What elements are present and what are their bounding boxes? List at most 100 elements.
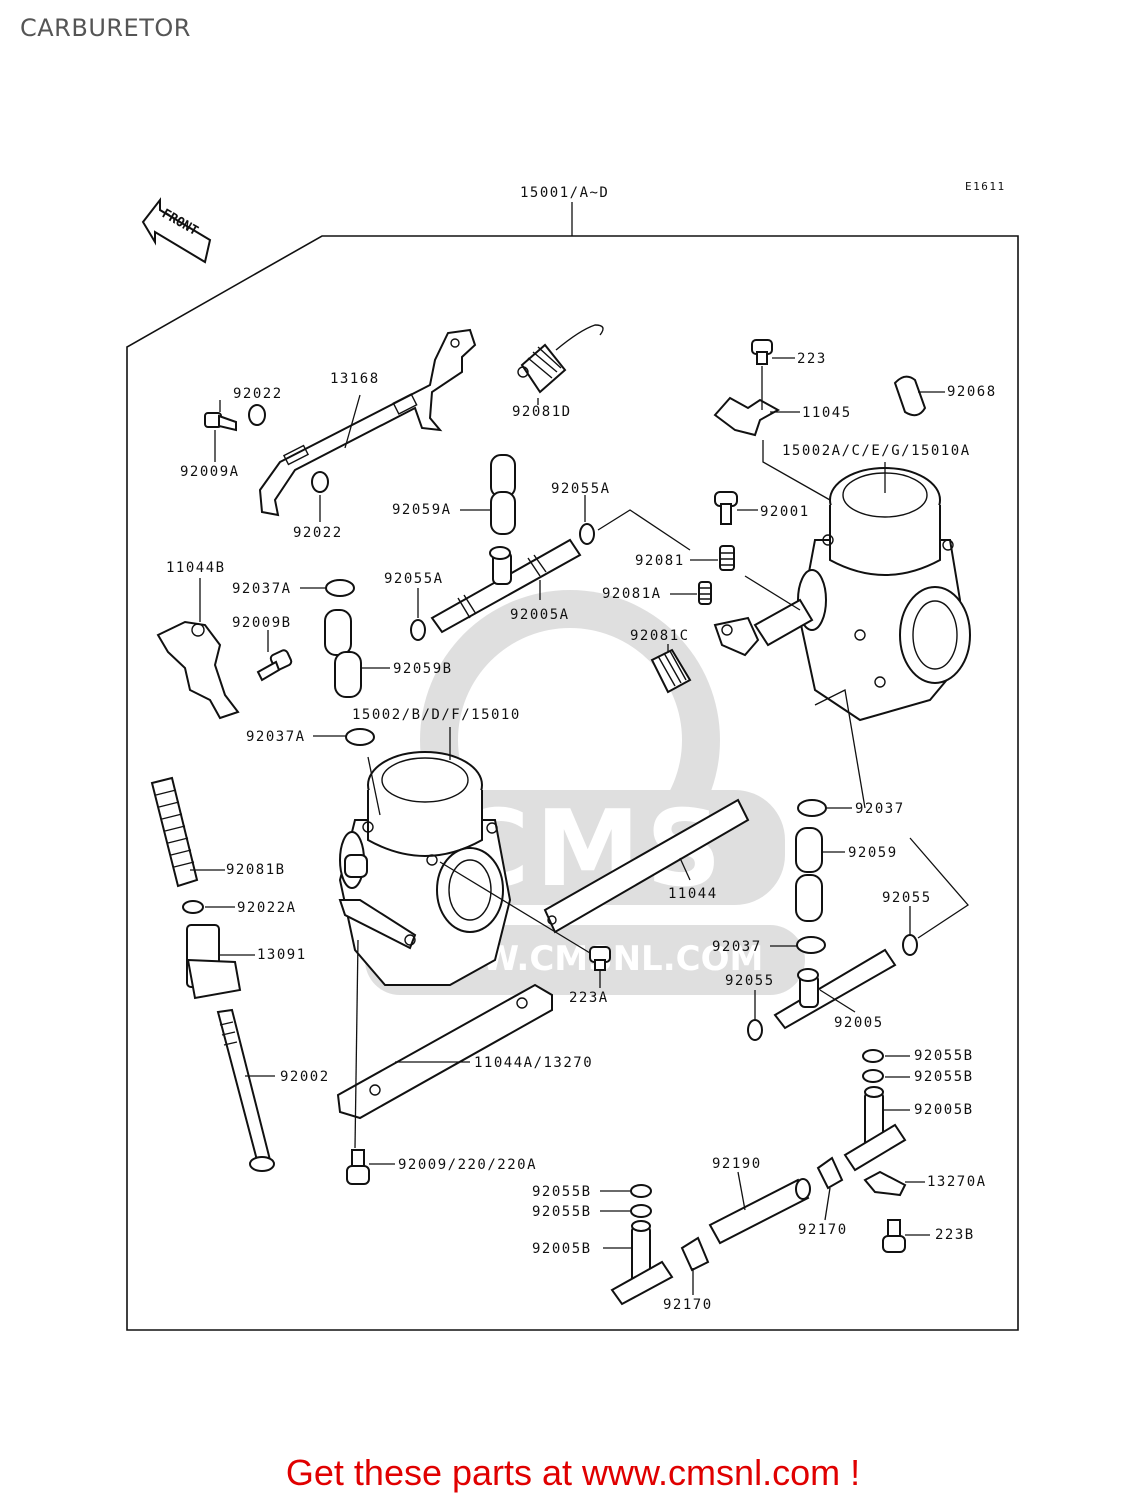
leader-lines (190, 357, 969, 1295)
spring-92081 (719, 545, 735, 571)
o-ring-92055b-1 (862, 1049, 884, 1063)
label-92081c: 92081C (630, 628, 690, 644)
label-11045: 11045 (802, 405, 852, 421)
holder-13091 (186, 924, 242, 1000)
label-92059b: 92059B (393, 661, 453, 677)
label-13270a: 13270A (927, 1174, 987, 1190)
label-92055b-1: 92055B (914, 1048, 974, 1064)
label-92055-right-1: 92055 (882, 890, 932, 906)
label-92170-left: 92170 (663, 1297, 713, 1313)
promo-link[interactable]: Get these parts at www.cmsnl.com ! (285, 1452, 861, 1493)
clamp-92170-left (680, 1236, 710, 1272)
label-15001: 15001/A~D (520, 185, 609, 201)
assembly-frame (126, 235, 1019, 1331)
spring-92081b (150, 776, 199, 888)
label-92037-right-2: 92037 (712, 939, 762, 955)
label-92009-220: 92009/220/220A (398, 1157, 537, 1173)
joint-pipe-92005b-left (610, 1220, 674, 1306)
seal-92037-right (797, 799, 827, 817)
throttle-shaft-right (713, 598, 814, 657)
label-92170-right: 92170 (798, 1222, 848, 1238)
carburetor-exploded-diagram: CMS WWW.CMSNL.COM E1611 15001/A~D FRONT (126, 180, 1019, 1331)
o-ring-92055-right (902, 934, 918, 956)
label-92055-right-2: 92055 (725, 973, 775, 989)
bracket-13270a (863, 1170, 907, 1197)
part-labels: 223 11045 92068 15002A/C/E/G/15010A 9200… (166, 351, 997, 1313)
tube-92059b (324, 609, 362, 698)
page-title: CARBURETOR (20, 14, 191, 42)
screw-223-top (751, 339, 773, 365)
label-92005: 92005 (834, 1015, 884, 1031)
hose-92190 (708, 1178, 811, 1245)
screw-92009a (204, 412, 237, 432)
o-ring-92055a-upper (579, 523, 595, 545)
seal-92037-right-lower (796, 936, 826, 954)
plate-11044a (336, 983, 553, 1120)
rod-92002 (216, 1008, 275, 1172)
label-92081a: 92081A (602, 586, 662, 602)
diagram-code: E1611 (965, 180, 1006, 193)
label-92059-right: 92059 (848, 845, 898, 861)
label-92001: 92001 (760, 504, 810, 520)
carburetor-right (797, 467, 971, 722)
label-11044a: 11044A/13270 (474, 1055, 593, 1071)
seal-92037a-upper (325, 579, 355, 597)
spring-92081c (650, 648, 692, 694)
spring-92081d (517, 324, 604, 394)
label-15002a: 15002A/C/E/G/15010A (782, 443, 971, 459)
label-92055a-top: 92055A (551, 481, 611, 497)
label-92081b: 92081B (226, 862, 286, 878)
label-92055b-4: 92055B (532, 1204, 592, 1220)
o-ring-92055-right-lower (747, 1019, 763, 1041)
label-92190: 92190 (712, 1156, 762, 1172)
washer-92022-upper (248, 404, 266, 426)
label-223a: 223A (569, 990, 609, 1006)
carburetor-left (338, 751, 512, 986)
label-92037-right: 92037 (855, 801, 905, 817)
label-92022-bottom: 92022 (293, 525, 343, 541)
label-92055a-mid: 92055A (384, 571, 444, 587)
screw-92009b (256, 649, 293, 682)
label-13168: 13168 (330, 371, 380, 387)
o-ring-92055b-4 (630, 1204, 652, 1218)
label-15002: 15002/B/D/F/15010 (352, 707, 521, 723)
clamp-92170-right (816, 1156, 844, 1190)
joint-pipe-92005b-right (843, 1086, 907, 1172)
screw-223b (882, 1219, 906, 1253)
front-arrow: FRONT (141, 197, 212, 264)
seal-92037a-lower (345, 728, 375, 746)
label-223-top: 223 (797, 351, 827, 367)
label-92037a-top: 92037A (232, 581, 292, 597)
label-92068: 92068 (947, 384, 997, 400)
choke-lever-11044b (156, 620, 240, 720)
screw-92009-220 (346, 1149, 370, 1185)
label-92005a: 92005A (510, 607, 570, 623)
label-92002: 92002 (280, 1069, 330, 1085)
spring-92081a (698, 581, 712, 605)
bracket-11045 (713, 396, 781, 437)
label-92081d: 92081D (512, 404, 572, 420)
label-92022a: 92022A (237, 900, 297, 916)
tube-92059-right (795, 827, 823, 922)
label-92009b: 92009B (232, 615, 292, 631)
cap-92068 (893, 375, 927, 417)
label-92055b-2: 92055B (914, 1069, 974, 1085)
joint-pipe-92005a (430, 538, 582, 634)
o-ring-92055a-lower (410, 619, 426, 641)
o-ring-92055b-3 (630, 1184, 652, 1198)
joint-pipe-92005 (773, 948, 897, 1030)
washer-92022-lower (311, 471, 329, 493)
label-223b: 223B (935, 1227, 975, 1243)
washer-92022a (182, 900, 204, 914)
label-92005b-left: 92005B (532, 1241, 592, 1257)
label-11044: 11044 (668, 886, 718, 902)
shaft-11044 (543, 798, 750, 934)
label-92037a-mid: 92037A (246, 729, 306, 745)
label-92081: 92081 (635, 553, 685, 569)
label-92005b-right: 92005B (914, 1102, 974, 1118)
label-92059a: 92059A (392, 502, 452, 518)
screw-92001 (714, 491, 738, 525)
cable-bracket-13168 (258, 328, 477, 517)
label-92022-top: 92022 (233, 386, 283, 402)
label-92055b-3: 92055B (532, 1184, 592, 1200)
